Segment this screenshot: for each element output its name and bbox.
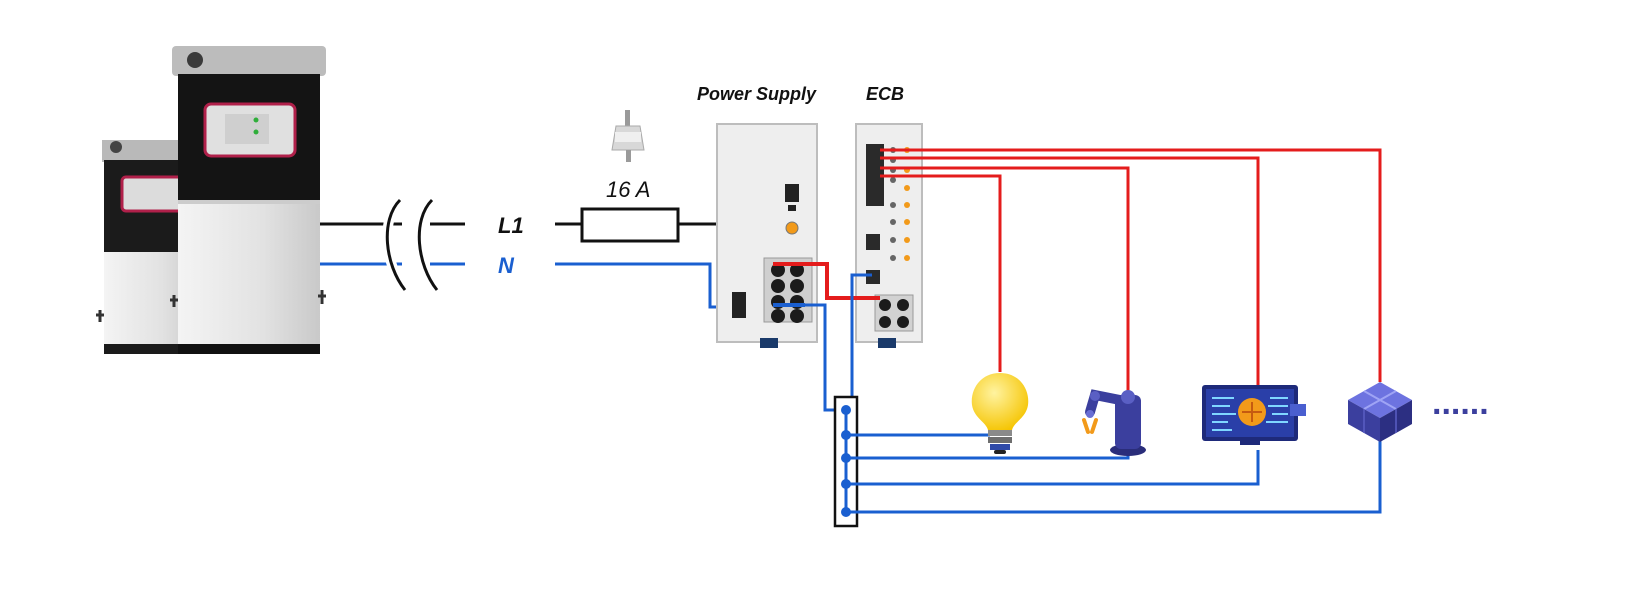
cable-break-symbol bbox=[382, 196, 442, 294]
load-supply-wire-3 bbox=[880, 156, 1260, 392]
ecb-title: ECB bbox=[866, 84, 904, 104]
cube-cluster-icon bbox=[1348, 382, 1412, 442]
generator-cabinet-icon bbox=[96, 46, 326, 354]
fuse-rating-label: 16 A bbox=[606, 177, 650, 202]
fuse-symbol bbox=[580, 207, 680, 243]
fuse-icon bbox=[611, 110, 645, 162]
neutral-label: N bbox=[498, 253, 515, 278]
load-supply-wire-1 bbox=[880, 174, 1002, 372]
light-bulb-icon bbox=[971, 373, 1029, 454]
line-label: L1 bbox=[498, 213, 524, 238]
more-loads-ellipsis: ...... bbox=[1432, 384, 1489, 422]
ecb-module-icon bbox=[855, 123, 923, 348]
load-return-wire-3 bbox=[846, 450, 1260, 486]
ecb-return-wire bbox=[850, 273, 872, 410]
load-return-wire-2 bbox=[846, 445, 1130, 460]
power-supply-module-icon bbox=[716, 123, 818, 348]
load-return-wire-4 bbox=[846, 440, 1382, 514]
robot-arm-icon bbox=[1082, 389, 1146, 456]
load-supply-wire-2 bbox=[880, 166, 1130, 392]
power-supply-title: Power Supply bbox=[697, 84, 817, 104]
mains-neutral-wire bbox=[320, 262, 742, 309]
load-supply-wire-4 bbox=[880, 148, 1382, 382]
circuit-screen-icon bbox=[1202, 385, 1306, 445]
